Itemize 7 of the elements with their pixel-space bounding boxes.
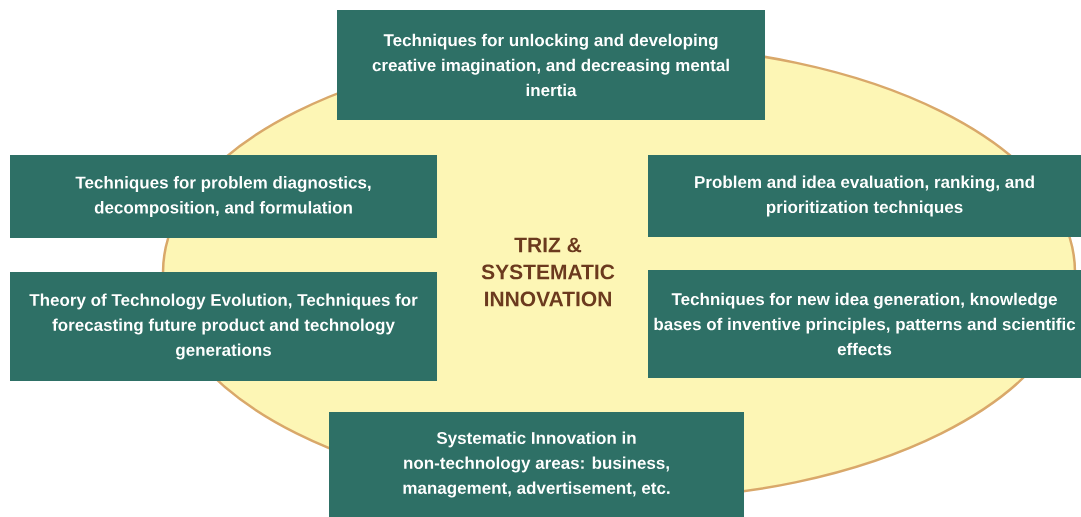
topic-box: Techniques for unlocking and developing creative imagination, and decreasing mental inertia bbox=[337, 10, 765, 120]
topic-box: Theory of Technology Evolution, Techniques for forecasting future product and technology generations bbox=[10, 272, 437, 381]
topic-box: Techniques for problem diagnostics, decomposition, and formulation bbox=[10, 155, 437, 238]
topic-box: Systematic Innovation in non-technology areas: business, management, advertisement, etc. bbox=[329, 412, 744, 517]
topic-box: Problem and idea evaluation, ranking, and prioritization techniques bbox=[648, 155, 1081, 237]
topic-box: Techniques for new idea generation, knowledge bases of inventive principles, patterns and scientific effects bbox=[648, 270, 1081, 378]
center-title: TRIZ & SYSTEMATIC INNOVATION bbox=[481, 237, 615, 307]
